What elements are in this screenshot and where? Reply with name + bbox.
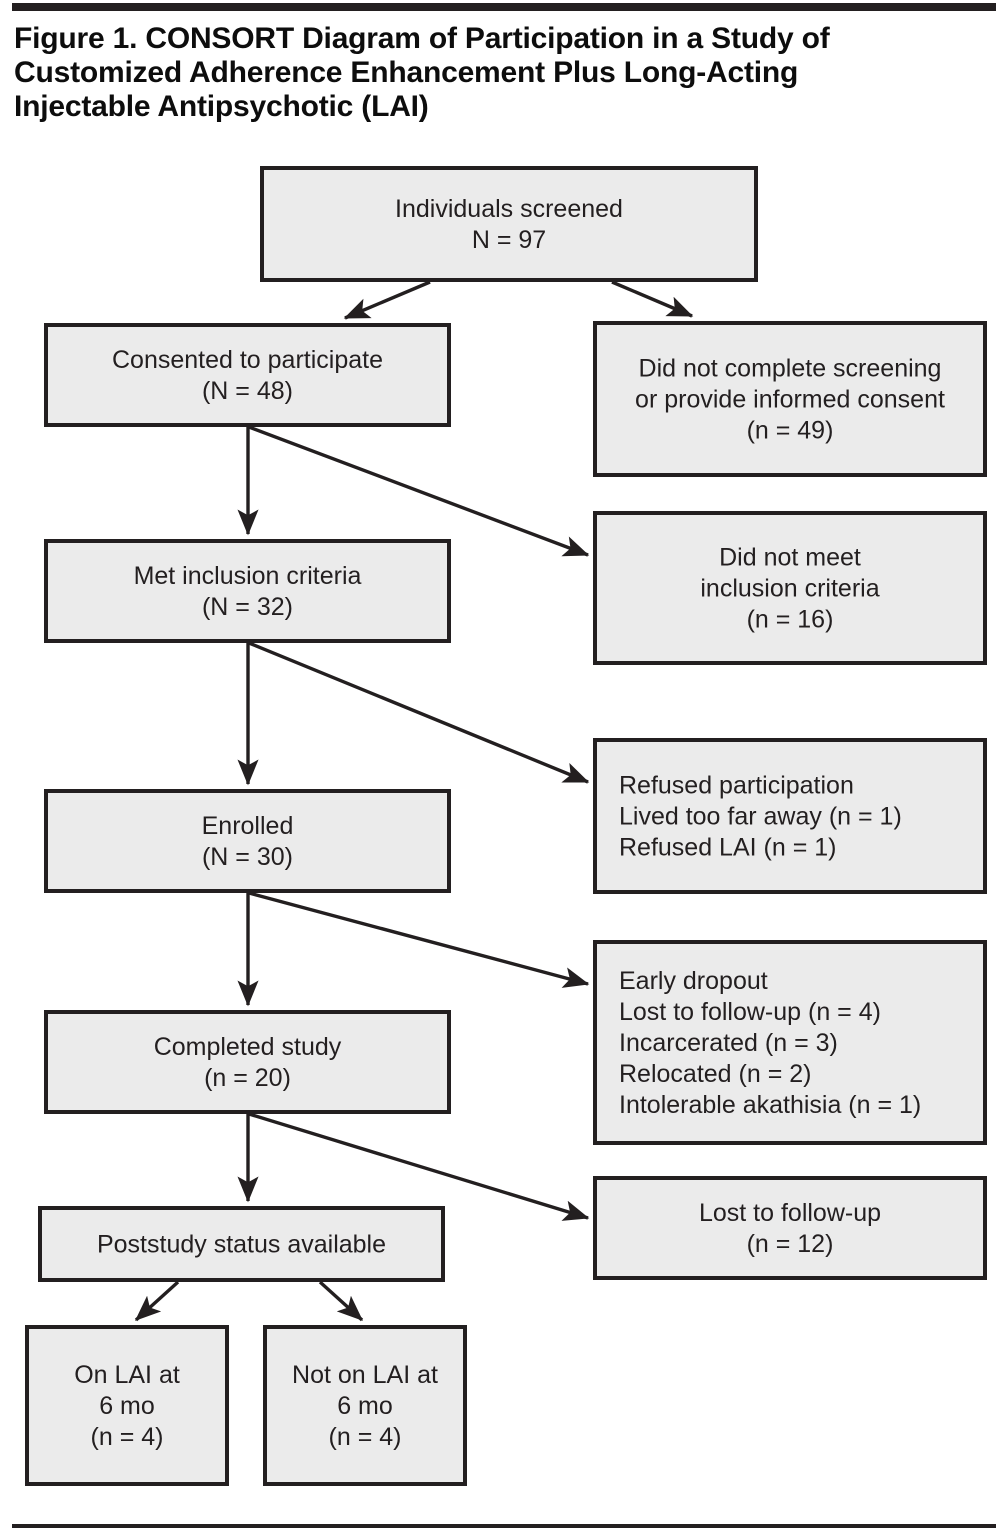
node-text-not-met-inclusion-line-3: (n = 16) xyxy=(747,606,834,634)
node-box-poststudy xyxy=(38,1206,445,1282)
figure-title-line-1: Figure 1. CONSORT Diagram of Participati… xyxy=(14,22,830,55)
node-enrolled: Enrolled (N = 30) xyxy=(44,789,451,893)
node-lost-followup: Lost to follow-up (n = 12) xyxy=(593,1176,987,1280)
edge-met-inclusion-to-refused xyxy=(248,641,590,784)
node-text-enrolled-line-2: (N = 30) xyxy=(202,843,293,871)
node-text-on-lai-line-1: On LAI at xyxy=(74,1361,180,1389)
node-box-completed xyxy=(44,1010,451,1114)
node-text-enrolled-line-1: Enrolled xyxy=(202,812,294,840)
node-text-consented-line-1: Consented to participate xyxy=(112,346,383,374)
node-text-early-dropout-line-3: Incarcerated (n = 3) xyxy=(619,1029,838,1057)
node-not-met-inclusion: Did not meet inclusion criteria (n = 16) xyxy=(593,511,987,665)
node-consented: Consented to participate (N = 48) xyxy=(44,323,451,427)
node-box-early-dropout xyxy=(593,940,987,1145)
node-text-early-dropout-line-2: Lost to follow-up (n = 4) xyxy=(619,998,881,1026)
node-text-consented-line-2: (N = 48) xyxy=(202,377,293,405)
node-text-not-met-inclusion-line-1: Did not meet xyxy=(719,544,861,572)
node-text-not-on-lai-line-2: 6 mo xyxy=(337,1392,393,1420)
edges-layer xyxy=(134,280,694,1322)
edge-screened-to-consented xyxy=(343,280,431,320)
node-screened: Individuals screened N = 97 xyxy=(260,166,758,282)
node-text-not-met-inclusion-line-2: inclusion criteria xyxy=(700,575,879,603)
edge-poststudy-to-not-on-lai xyxy=(318,1280,364,1322)
edge-screened-to-no-screen xyxy=(611,280,694,318)
node-text-screened-line-2: N = 97 xyxy=(472,226,546,254)
node-met-inclusion: Met inclusion criteria (N = 32) xyxy=(44,539,451,643)
edge-consented-to-not-met-inclusion xyxy=(248,425,590,557)
node-on-lai: On LAI at 6 mo (n = 4) xyxy=(25,1325,229,1486)
edge-completed-to-lost-followup xyxy=(248,1112,590,1221)
node-box-on-lai xyxy=(25,1325,229,1486)
edge-enrolled-to-early-dropout xyxy=(248,891,590,988)
node-poststudy: Poststudy status available xyxy=(38,1206,445,1282)
nodes-layer: Individuals screened N = 97 Consented to p… xyxy=(25,166,987,1486)
node-box-refused xyxy=(593,738,987,894)
node-text-poststudy-line-1: Poststudy status available xyxy=(97,1231,386,1259)
node-text-refused-line-3: Refused LAI (n = 1) xyxy=(619,834,836,862)
node-text-refused-line-1: Refused participation xyxy=(619,772,854,800)
bottom-rule xyxy=(12,1524,996,1528)
node-text-met-inclusion-line-1: Met inclusion criteria xyxy=(134,562,362,590)
node-text-lost-followup-line-2: (n = 12) xyxy=(747,1230,834,1258)
node-text-early-dropout-line-4: Relocated (n = 2) xyxy=(619,1060,811,1088)
node-text-no-screen-line-3: (n = 49) xyxy=(747,417,834,445)
node-text-refused-line-2: Lived too far away (n = 1) xyxy=(619,803,902,831)
node-text-on-lai-line-2: 6 mo xyxy=(99,1392,155,1420)
node-box-screened xyxy=(260,166,758,282)
node-early-dropout: Early dropout Lost to follow-up (n = 4) … xyxy=(593,940,987,1145)
node-box-enrolled xyxy=(44,789,451,893)
node-text-completed-line-2: (n = 20) xyxy=(204,1064,291,1092)
node-box-no-screen xyxy=(593,321,987,477)
figure-title-line-3: Injectable Antipsychotic (LAI) xyxy=(14,89,429,123)
node-completed: Completed study (n = 20) xyxy=(44,1010,451,1114)
node-no-screen: Did not complete screening or provide inf… xyxy=(593,321,987,477)
node-text-no-screen-line-2: or provide informed consent xyxy=(635,386,945,414)
node-box-not-on-lai xyxy=(263,1325,467,1486)
node-text-not-on-lai-line-1: Not on LAI at xyxy=(292,1361,438,1389)
node-text-not-on-lai-line-3: (n = 4) xyxy=(329,1423,402,1451)
node-box-not-met-inclusion xyxy=(593,511,987,665)
figure-title: Figure 1. CONSORT Diagram of Participati… xyxy=(14,22,964,124)
node-text-screened-line-1: Individuals screened xyxy=(395,195,623,223)
node-box-consented xyxy=(44,323,451,427)
node-not-on-lai: Not on LAI at 6 mo (n = 4) xyxy=(263,1325,467,1486)
node-box-met-inclusion xyxy=(44,539,451,643)
node-refused: Refused participation Lived too far away… xyxy=(593,738,987,894)
figure-title-line-2: Customized Adherence Enhancement Plus Lo… xyxy=(14,55,799,89)
node-text-early-dropout-line-5: Intolerable akathisia (n = 1) xyxy=(619,1091,921,1119)
edge-poststudy-to-on-lai xyxy=(134,1280,180,1322)
node-text-lost-followup-line-1: Lost to follow-up xyxy=(699,1199,881,1227)
node-text-met-inclusion-line-2: (N = 32) xyxy=(202,593,293,621)
node-text-no-screen-line-1: Did not complete screening xyxy=(639,355,942,383)
node-text-on-lai-line-3: (n = 4) xyxy=(91,1423,164,1451)
node-text-early-dropout-line-1: Early dropout xyxy=(619,967,768,995)
node-box-lost-followup xyxy=(593,1176,987,1280)
node-text-completed-line-1: Completed study xyxy=(154,1033,342,1061)
top-rule xyxy=(12,3,996,11)
